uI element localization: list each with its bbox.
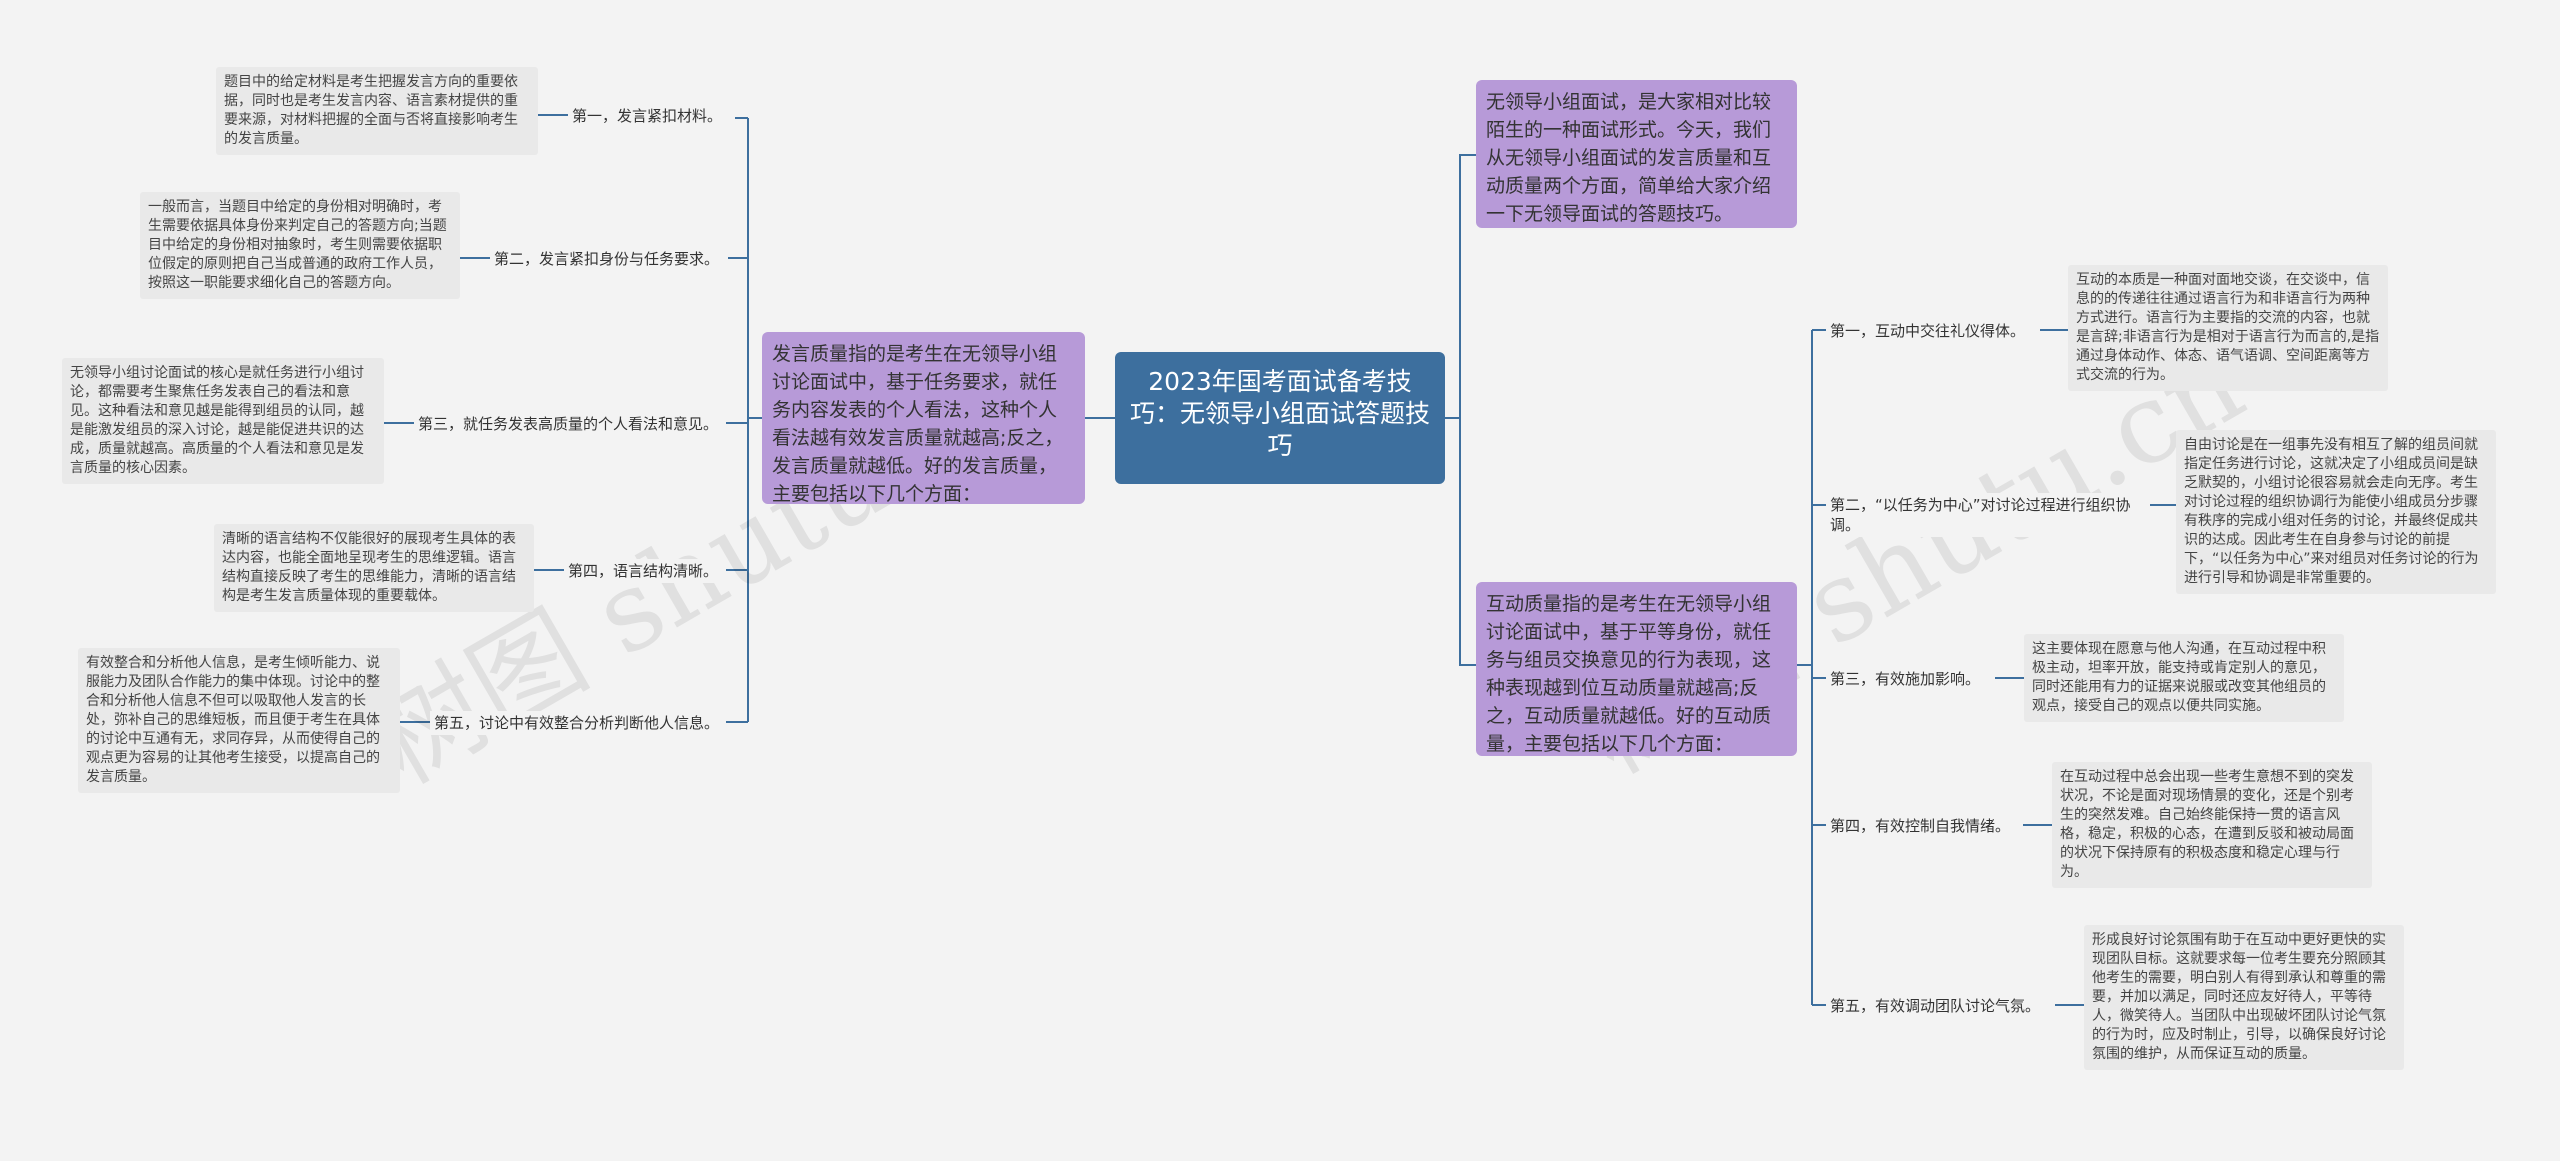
interaction-quality-branch[interactable]: 互动质量指的是考生在无领导小组讨论面试中，基于平等身份，就任务与组员交换意见的行… bbox=[1476, 582, 1797, 756]
left-item-3-label[interactable]: 第三，就任务发表高质量的个人看法和意见。 bbox=[414, 412, 723, 436]
right-item-2-label[interactable]: 第二，“以任务为中心”对讨论过程进行组织协调。 bbox=[1826, 493, 2146, 537]
right-item-3-detail[interactable]: 这主要体现在愿意与他人沟通，在互动过程中积极主动，坦率开放，能支持或肯定别人的意… bbox=[2024, 634, 2344, 722]
left-item-2-label[interactable]: 第二，发言紧扣身份与任务要求。 bbox=[490, 247, 724, 271]
right-item-1-detail[interactable]: 互动的本质是一种面对面地交谈，在交谈中，信息的的传递往往通过语言行为和非语言行为… bbox=[2068, 265, 2388, 391]
left-item-2-detail[interactable]: 一般而言，当题目中给定的身份相对明确时，考生需要依据具体身份来判定自己的答题方向… bbox=[140, 192, 460, 299]
left-item-5-label[interactable]: 第五，讨论中有效整合分析判断他人信息。 bbox=[430, 711, 724, 735]
right-item-5-detail[interactable]: 形成良好讨论氛围有助于在互动中更好更快的实现团队目标。这就要求每一位考生要充分照… bbox=[2084, 925, 2404, 1070]
right-item-2-detail[interactable]: 自由讨论是在一组事先没有相互了解的组员间就指定任务进行讨论，这就决定了小组成员间… bbox=[2176, 430, 2496, 594]
intro-topic[interactable]: 无领导小组面试，是大家相对比较陌生的一种面试形式。今天，我们从无领导小组面试的发… bbox=[1476, 80, 1797, 228]
left-item-4-detail[interactable]: 清晰的语言结构不仅能很好的展现考生具体的表达内容，也能全面地呈现考生的思维逻辑。… bbox=[214, 524, 534, 612]
right-item-1-label[interactable]: 第一，互动中交往礼仪得体。 bbox=[1826, 319, 2030, 343]
root-topic[interactable]: 2023年国考面试备考技巧：无领导小组面试答题技巧 bbox=[1115, 352, 1445, 484]
left-item-1-detail[interactable]: 题目中的给定材料是考生把握发言方向的重要依据，同时也是考生发言内容、语言素材提供… bbox=[216, 67, 538, 155]
right-item-3-label[interactable]: 第三，有效施加影响。 bbox=[1826, 667, 1985, 691]
left-item-1-label[interactable]: 第一，发言紧扣材料。 bbox=[568, 104, 727, 128]
left-item-4-label[interactable]: 第四，语言结构清晰。 bbox=[564, 559, 723, 583]
right-item-4-label[interactable]: 第四，有效控制自我情绪。 bbox=[1826, 814, 2015, 838]
left-item-5-detail[interactable]: 有效整合和分析他人信息，是考生倾听能力、说服能力及团队合作能力的集中体现。讨论中… bbox=[78, 648, 400, 793]
right-item-4-detail[interactable]: 在互动过程中总会出现一些考生意想不到的突发状况，不论是面对现场情景的变化，还是个… bbox=[2052, 762, 2372, 888]
speech-quality-branch[interactable]: 发言质量指的是考生在无领导小组讨论面试中，基于任务要求，就任务内容发表的个人看法… bbox=[762, 332, 1085, 505]
right-item-5-label[interactable]: 第五，有效调动团队讨论气氛。 bbox=[1826, 994, 2045, 1018]
left-item-3-detail[interactable]: 无领导小组讨论面试的核心是就任务进行小组讨论，都需要考生聚焦任务发表自己的看法和… bbox=[62, 358, 384, 484]
